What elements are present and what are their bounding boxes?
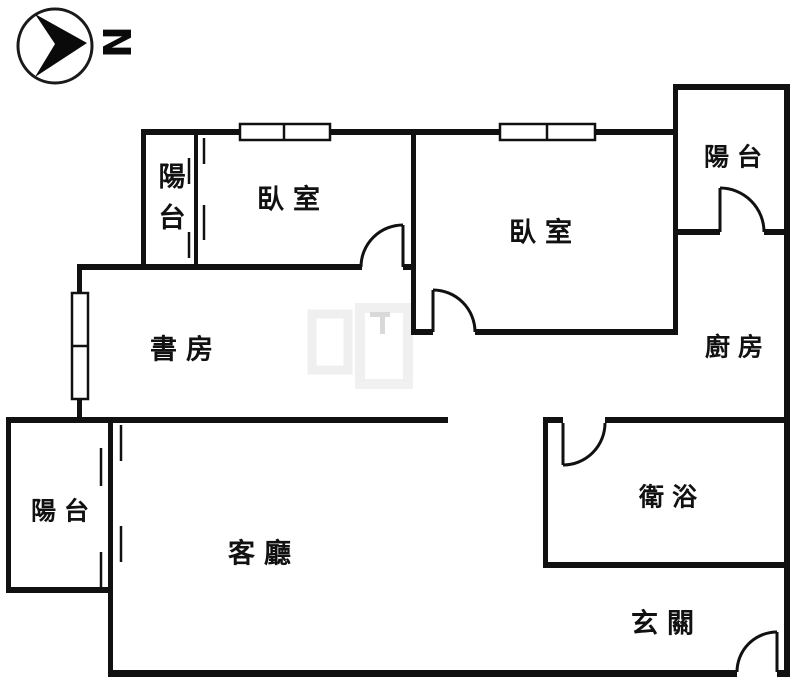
wall-bedrooms-top <box>143 129 678 135</box>
window-bedroom1 <box>238 122 332 142</box>
wall-balcony3-left <box>6 417 11 593</box>
wall-bedroom2-bottom <box>411 329 433 335</box>
door-bedroom2 <box>431 288 477 333</box>
wall-bathroom-top <box>605 417 790 423</box>
windows <box>70 122 597 401</box>
wall-outer-right <box>784 84 790 677</box>
wall-bathroom-left <box>543 417 548 568</box>
room-label-kitchen: 廚房 <box>704 332 772 362</box>
watermark-block <box>307 309 353 375</box>
room-label-bedroom-left: 臥室 <box>257 184 329 216</box>
sliding-doors <box>99 138 206 588</box>
room-label-balcony-top-right: 陽台 <box>703 142 771 172</box>
wall-living-left <box>108 417 113 677</box>
north-arrow-icon <box>35 14 87 77</box>
room-label-balcony-top-left: 陽台 <box>153 162 185 244</box>
wall-balcony1-left <box>141 129 146 270</box>
door-entrance <box>735 630 779 673</box>
wall-outer-bottom <box>108 670 737 677</box>
wall-study-top <box>403 264 416 270</box>
watermark-mark <box>380 316 385 334</box>
room-label-study: 書房 <box>150 334 222 366</box>
watermark-block <box>355 303 413 389</box>
room-label-balcony-left: 陽台 <box>30 496 98 526</box>
wall-balcony2-bottom <box>675 229 720 235</box>
sliding-door-balcony1 <box>187 138 206 258</box>
window-bedroom2 <box>498 122 597 142</box>
wall-outer-bottom <box>777 670 790 677</box>
compass <box>16 7 94 85</box>
watermark-mark <box>370 312 390 317</box>
wall-living-top <box>6 417 448 423</box>
doors <box>359 186 779 673</box>
room-label-bathroom: 衛浴 <box>638 482 706 512</box>
wall-bathroom-top <box>543 417 563 423</box>
room-label-bedroom-right: 臥室 <box>509 217 581 249</box>
wall-bedroom2-bottom <box>475 329 678 335</box>
room-label-entrance: 玄關 <box>631 608 703 640</box>
wall-bathroom-bottom <box>543 562 790 568</box>
door-bathroom <box>561 422 607 467</box>
window-study <box>70 291 90 401</box>
door-balcony2 <box>718 186 766 233</box>
wall-balcony1-divider <box>194 129 198 270</box>
room-label-living-room: 客廳 <box>228 538 300 570</box>
wall-bedroom-divider <box>411 129 416 335</box>
wall-bedroom2-right <box>673 84 678 335</box>
wall-balcony3-bottom <box>6 587 112 593</box>
wall-study-top <box>78 264 362 270</box>
wall-balcony2-top <box>675 84 790 90</box>
north-label: N <box>94 26 138 58</box>
watermark <box>307 303 413 389</box>
sliding-door-balcony3 <box>99 425 123 588</box>
door-bedroom1 <box>359 223 405 268</box>
wall-balcony2-bottom <box>764 229 790 235</box>
